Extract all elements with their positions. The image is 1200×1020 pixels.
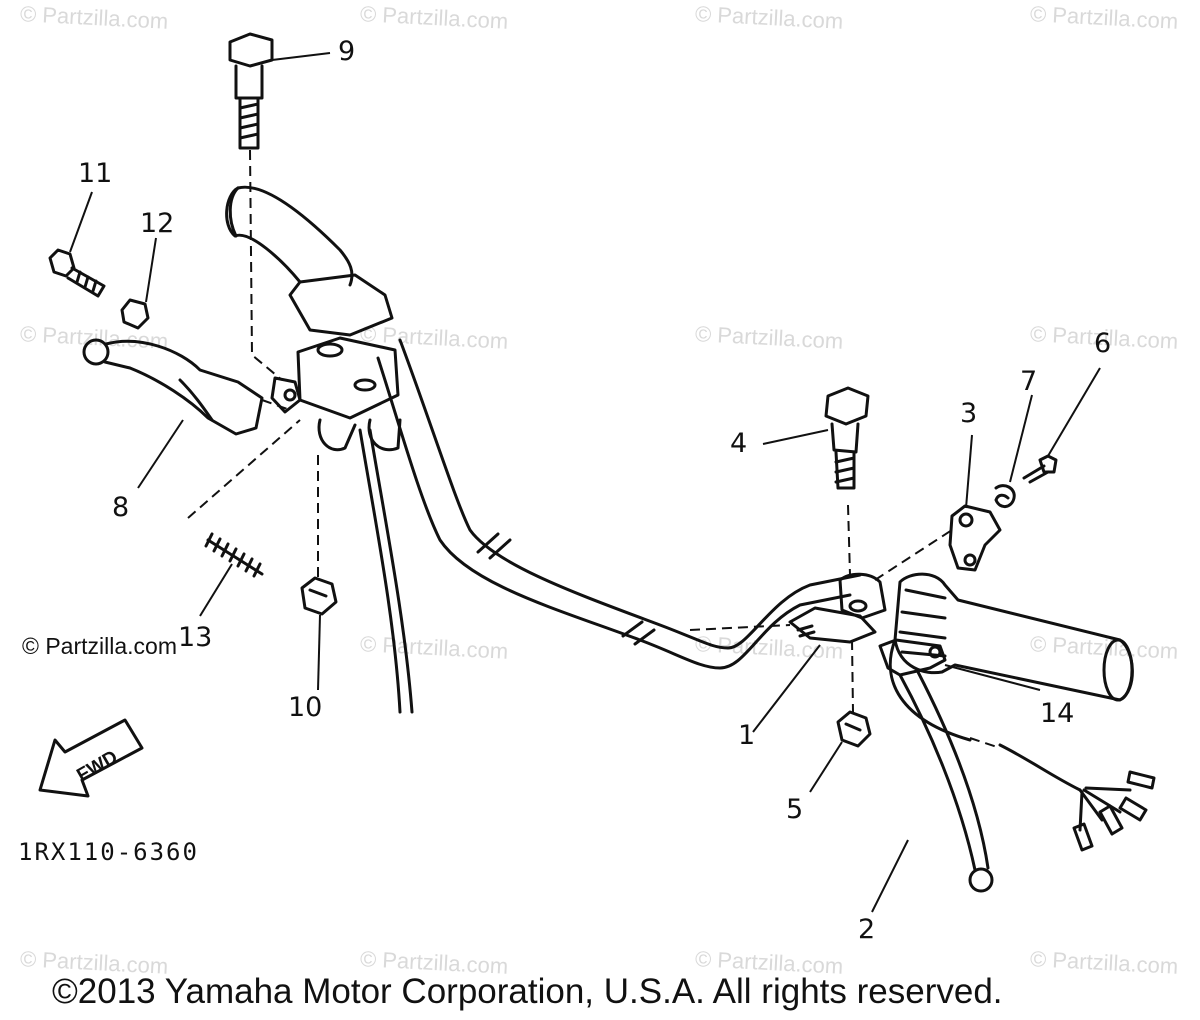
handlebar — [376, 338, 862, 670]
left-grip — [225, 185, 354, 287]
callout-3: 3 — [960, 398, 978, 429]
leader-11 — [69, 191, 93, 253]
nut-part-12 — [120, 298, 150, 330]
nut-part-5 — [836, 710, 872, 748]
leader-4 — [762, 429, 829, 445]
leader-3 — [965, 434, 973, 509]
callout-13: 13 — [178, 622, 213, 653]
partzilla-mark: © Partzilla.com — [22, 633, 177, 659]
leader-7 — [1009, 394, 1033, 483]
brake-lever-part-2 — [878, 638, 994, 893]
callout-1: 1 — [738, 720, 756, 751]
bolt-part-4 — [824, 386, 870, 490]
leader-12 — [145, 237, 157, 303]
assembly-line — [847, 504, 851, 576]
callout-12: 12 — [140, 208, 175, 239]
screw-part-6 — [1022, 454, 1058, 484]
assembly-line — [187, 419, 301, 519]
leader-6 — [1047, 367, 1101, 457]
diagram-code: 1RX110-6360 — [18, 838, 199, 866]
assembly-line — [249, 149, 283, 381]
leader-9 — [271, 52, 331, 61]
leader-10 — [317, 614, 321, 691]
leader-14 — [944, 664, 1041, 691]
callout-8: 8 — [112, 492, 130, 523]
callout-11: 11 — [78, 158, 113, 189]
throttle-grip-part-14 — [893, 572, 1134, 702]
callout-5: 5 — [786, 794, 804, 825]
spring-part-13 — [204, 532, 264, 578]
lever-holder-part-1 — [788, 572, 887, 644]
leader-1 — [752, 644, 821, 733]
copyright-notice: ©2013 Yamaha Motor Corporation, U.S.A. A… — [52, 972, 1003, 1011]
callout-10: 10 — [288, 692, 323, 723]
assembly-line — [851, 639, 854, 713]
assembly-line — [969, 737, 1001, 749]
callout-9: 9 — [338, 36, 356, 67]
callout-4: 4 — [730, 428, 748, 459]
leader-8 — [137, 419, 184, 489]
assembly-line — [261, 399, 291, 411]
callout-7: 7 — [1020, 366, 1038, 397]
forward-arrow-icon — [38, 718, 144, 798]
clamp-part-3 — [948, 504, 1002, 572]
washer-part-7 — [994, 484, 1016, 508]
assembly-line — [874, 527, 956, 581]
callout-2: 2 — [858, 914, 876, 945]
left-switch-housing — [270, 273, 402, 452]
bolt-part-11 — [48, 248, 106, 298]
leader-5 — [809, 741, 843, 793]
callout-6: 6 — [1094, 328, 1112, 359]
leader-2 — [871, 839, 909, 913]
bolt-part-9 — [228, 32, 274, 150]
leader-13 — [199, 563, 233, 617]
clutch-lever-part-8 — [82, 338, 264, 436]
left-cable — [358, 428, 414, 714]
callout-14: 14 — [1040, 698, 1075, 729]
assembly-line — [689, 624, 791, 631]
nut-part-10 — [300, 576, 338, 616]
